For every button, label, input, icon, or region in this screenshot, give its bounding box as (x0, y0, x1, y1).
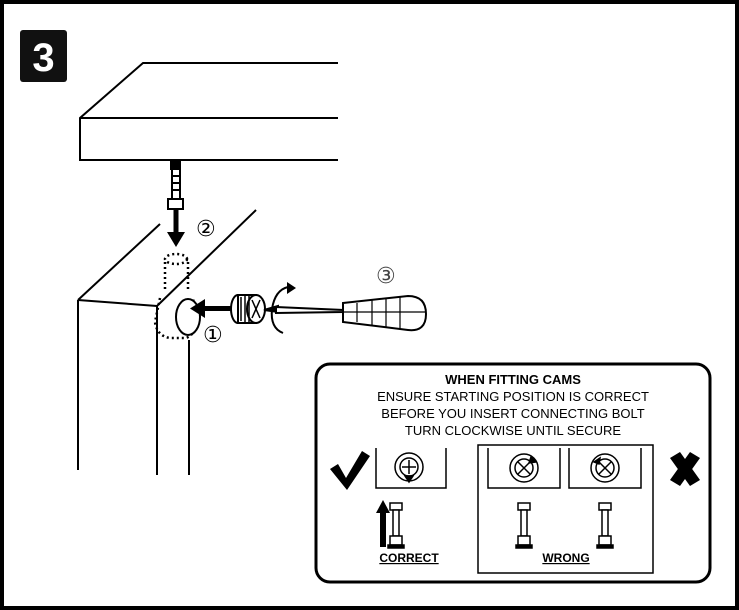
connecting-bolt (167, 161, 184, 210)
notice-line-3: TURN CLOCKWISE UNTIL SECURE (405, 423, 622, 438)
cam-socket (175, 298, 201, 336)
top-panel (79, 62, 338, 161)
callout-3: ③ (376, 264, 396, 289)
cam-fitting-notice: WHEN FITTING CAMS ENSURE STARTING POSITI… (314, 362, 712, 584)
wrong-group-box (477, 444, 654, 574)
wrong-cam-position-1 (487, 448, 561, 489)
wrong-bolt-2 (596, 502, 614, 549)
step-badge: 3 (20, 30, 67, 82)
screwdriver (263, 294, 428, 332)
side-panel (77, 209, 257, 475)
up-arrow-icon (376, 500, 390, 547)
cross-mark-icon (670, 452, 700, 486)
wrong-label: WRONG (542, 551, 589, 565)
arrow-left-insert-cam (190, 299, 231, 318)
notice-line-2: BEFORE YOU INSERT CONNECTING BOLT (381, 406, 644, 421)
wrong-cam-position-2 (568, 448, 642, 489)
arrow-down-insert-bolt (167, 210, 185, 247)
wrong-bolt-1 (515, 502, 533, 549)
correct-bolt (387, 502, 405, 549)
callout-2: ② (196, 217, 216, 242)
cam-hole-outline (153, 252, 198, 340)
correct-cam-position (375, 448, 447, 489)
cam-lock (230, 294, 266, 324)
notice-title: WHEN FITTING CAMS (445, 372, 581, 387)
step-number: 3 (32, 36, 54, 80)
notice-line-1: ENSURE STARTING POSITION IS CORRECT (377, 389, 649, 404)
check-mark-icon (330, 451, 370, 490)
callout-1: ① (203, 323, 223, 348)
correct-label: CORRECT (379, 551, 439, 565)
